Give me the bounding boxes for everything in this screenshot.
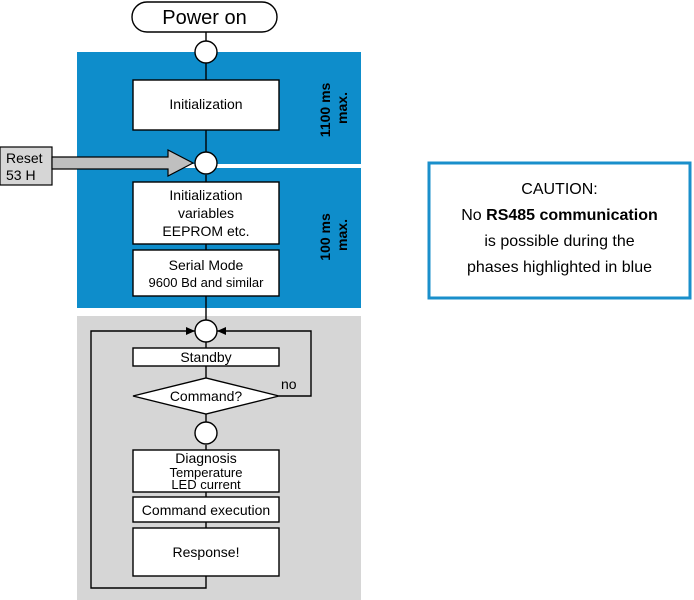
command-execution-box [132, 496, 280, 523]
power-on-terminal [131, 1, 278, 33]
loop-return-arrowhead [186, 327, 195, 335]
caution-line-2: No RS485 communication [461, 207, 658, 224]
reset-label-2: 53 H [6, 167, 36, 183]
standby-box [132, 347, 280, 367]
serial-mode-line2: 9600 Bd and similar [149, 275, 265, 290]
caution-line-4: phases highlighted in blue [467, 259, 652, 276]
initialization-box [132, 79, 280, 131]
init-variables-box [132, 181, 280, 245]
diagnosis-box [132, 449, 280, 493]
loop-return-path [90, 330, 207, 589]
connector-node-reset [194, 151, 218, 175]
init-variables-line2: variables [178, 205, 234, 221]
init-variables-line1: Initialization [169, 187, 242, 203]
diagnosis-line3: LED current [171, 477, 241, 492]
initialization-label: Initialization [169, 96, 242, 112]
no-path [217, 330, 312, 397]
power-on-label: Power on [162, 7, 247, 29]
phase2-duration: 100 ms max. [317, 209, 350, 260]
reset-box [0, 146, 53, 186]
caution-bold: RS485 communication [486, 207, 658, 224]
no-label: no [281, 376, 297, 392]
diagnosis-line1: Diagnosis [175, 450, 236, 466]
command-decision-label: Command? [170, 388, 243, 404]
diagnosis-line2: Temperature [170, 465, 243, 480]
caution-line-3: is possible during the [484, 233, 634, 250]
serial-mode-line1: Serial Mode [169, 257, 244, 273]
phase1-duration-max: max. [334, 92, 350, 124]
caution-prefix: No [461, 207, 486, 224]
reset-arrow [51, 149, 195, 177]
serial-mode-box [132, 249, 280, 297]
phase2-duration-value: 100 ms [317, 213, 333, 261]
phase1-duration: 1100 ms max. [317, 79, 350, 137]
phase1-duration-value: 1100 ms [317, 82, 333, 137]
no-path-arrowhead [217, 327, 226, 335]
response-label: Response! [173, 544, 240, 560]
phase2-duration-max: max. [334, 219, 350, 251]
init-variables-line3: EEPROM etc. [162, 223, 249, 239]
reset-label-1: Reset [6, 150, 43, 166]
yes-node [194, 421, 218, 445]
connector-node [194, 40, 218, 64]
loop-entry-node [194, 319, 218, 343]
caution-box [427, 161, 692, 300]
standby-label: Standby [180, 349, 231, 365]
command-execution-label: Command execution [142, 502, 270, 518]
caution-title: CAUTION: [521, 181, 597, 198]
